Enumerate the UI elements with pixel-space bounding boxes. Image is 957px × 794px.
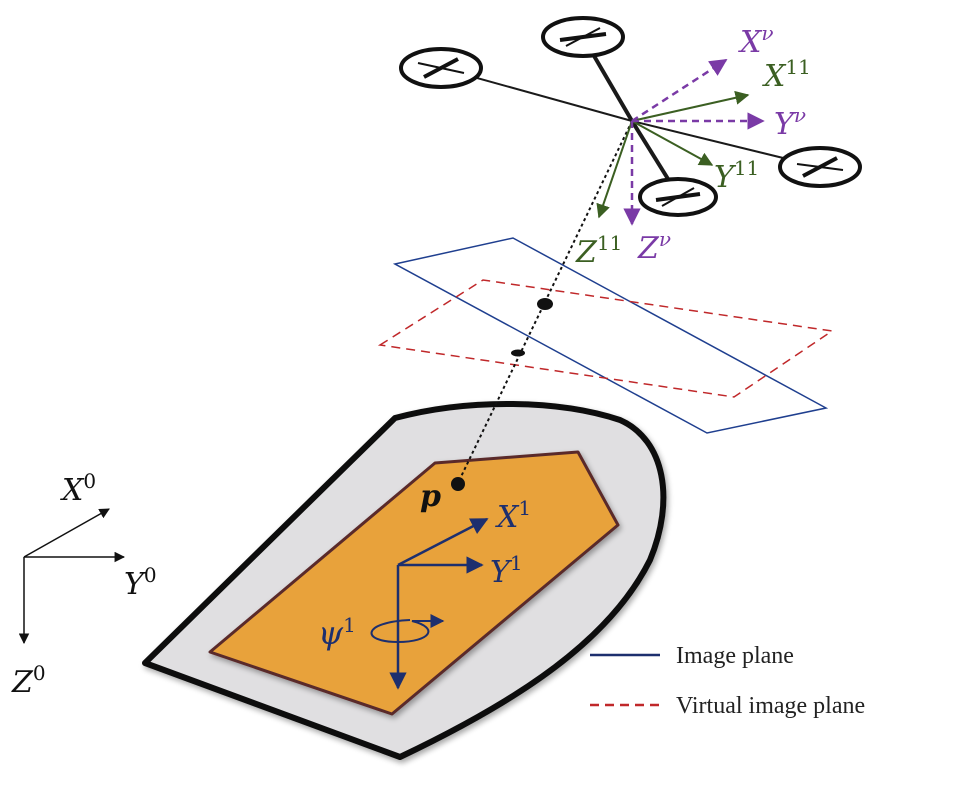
legend-virtual-plane-label: Virtual image plane <box>676 693 865 719</box>
boat-x1-axis <box>397 517 489 567</box>
virtual-y-label: Yν <box>774 103 806 142</box>
image-plane <box>392 237 829 434</box>
psi1-label: ψ1 <box>318 613 356 652</box>
quadrotor-drone-icon <box>399 16 862 217</box>
drone-y11-label: Y11 <box>714 156 759 195</box>
drone-x11-label: X11 <box>762 55 811 94</box>
virtual-x-label: Xν <box>738 21 774 60</box>
image-plane-projection-dot <box>537 298 553 310</box>
virtual-z-label: Zν <box>637 227 671 266</box>
boat-deck-icon <box>142 401 667 760</box>
virtual-x-axis <box>631 58 728 123</box>
rotor-back-left <box>638 177 718 217</box>
world-x0-axis <box>23 508 110 558</box>
point-p-label: p <box>420 479 441 514</box>
world-y0-label: Y0 <box>124 563 157 602</box>
drone-x11-axis <box>631 90 750 122</box>
rotor-front-right <box>541 16 625 58</box>
drone-z11-axis <box>596 120 633 219</box>
virtual-image-plane <box>377 279 835 398</box>
legend-image-plane-label: Image plane <box>676 643 794 669</box>
legend: Image plane Virtual image plane <box>590 643 865 719</box>
rotation-arrow-icon <box>370 614 445 644</box>
virtual-plane-projection-dot <box>511 349 525 357</box>
drone-z11-label: Z11 <box>575 231 622 270</box>
world-x0-label: X0 <box>60 469 96 508</box>
world-z0-label: Z0 <box>11 661 46 700</box>
boat-y1-label: Y1 <box>490 551 523 590</box>
rotor-front-left <box>399 47 483 89</box>
point-p-marker <box>451 477 465 491</box>
landing-deck <box>208 450 620 716</box>
boat-x1-label: X1 <box>495 496 531 535</box>
drone-y11-axis <box>631 120 714 166</box>
rotor-back-right <box>778 146 862 188</box>
